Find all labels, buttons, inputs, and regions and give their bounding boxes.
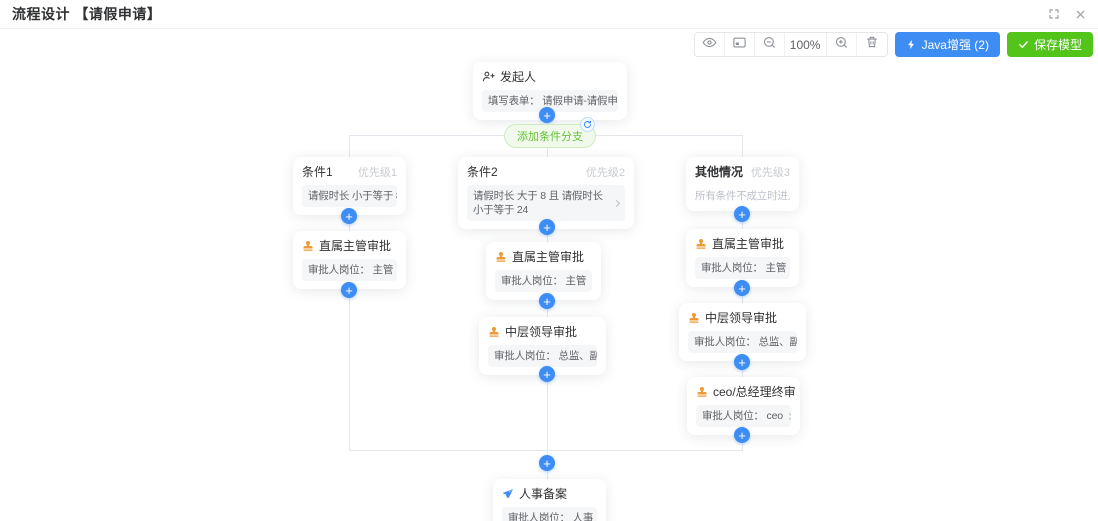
node-title: 发起人 <box>500 70 537 84</box>
stamp-icon <box>696 386 708 398</box>
zoom-in-icon <box>834 35 849 55</box>
add-node-button[interactable] <box>539 293 555 309</box>
flow-node-direct-manager-mid[interactable]: 直属主管审批 审批人岗位： 主管 <box>486 242 601 300</box>
node-content[interactable]: 审批人岗位： 主管 <box>302 259 397 281</box>
flow-node-hr-record[interactable]: 人事备案 审批人岗位： 人事 <box>493 479 606 521</box>
minimap-icon <box>732 35 747 55</box>
node-title: 其他情况 <box>695 165 744 179</box>
page-title: 流程设计 【请假申请】 <box>12 6 162 22</box>
stamp-icon <box>488 326 500 338</box>
node-priority: 优先级2 <box>585 166 625 179</box>
node-content[interactable]: 审批人岗位： 总监、副总 <box>688 331 797 353</box>
add-node-button[interactable] <box>539 219 555 235</box>
flow-node-mid-level-right[interactable]: 中层领导审批 审批人岗位： 总监、副总 <box>679 303 806 361</box>
node-content[interactable]: 请假时长 大于 8 且 请假时长 小于等于 24 <box>467 185 625 221</box>
check-icon <box>1018 39 1029 50</box>
flow-node-condition-other[interactable]: 其他情况 优先级3 所有条件不成立时进入 <box>686 157 799 211</box>
flow-node-condition-2[interactable]: 条件2 优先级2 请假时长 大于 8 且 请假时长 小于等于 24 <box>458 157 634 229</box>
stamp-icon <box>688 312 700 324</box>
node-priority: 优先级1 <box>357 166 397 179</box>
java-enhance-button[interactable]: Java增强 (2) <box>894 32 1000 57</box>
zoom-out-icon <box>762 35 777 55</box>
stamp-icon <box>302 240 314 252</box>
chevron-right-icon <box>612 199 621 207</box>
send-icon <box>502 488 514 500</box>
node-title: 直属主管审批 <box>319 239 392 253</box>
node-title: 条件1 <box>302 165 333 179</box>
node-title: 直属主管审批 <box>712 237 785 251</box>
eye-icon <box>702 35 717 55</box>
flow-node-mid-level-mid[interactable]: 中层领导审批 审批人岗位： 总监、副总 <box>479 317 606 375</box>
stamp-icon <box>695 238 707 250</box>
stamp-icon <box>495 251 507 263</box>
node-content[interactable]: 审批人岗位： 人事 <box>502 507 597 521</box>
node-content: 所有条件不成立时进入 <box>695 190 790 202</box>
save-model-button[interactable]: 保存模型 <box>1006 32 1093 57</box>
node-title: 条件2 <box>467 165 498 179</box>
flow-node-ceo-final[interactable]: ceo/总经理终审 审批人岗位： ceo <box>687 377 800 435</box>
chevron-right-icon <box>396 266 397 274</box>
delete-button[interactable] <box>856 33 887 56</box>
add-node-button[interactable] <box>341 282 357 298</box>
close-icon[interactable] <box>1075 9 1086 20</box>
zoom-in-button[interactable] <box>826 33 857 56</box>
flow-node-direct-manager-right[interactable]: 直属主管审批 审批人岗位： 主管 <box>686 229 799 287</box>
add-node-button[interactable] <box>734 280 750 296</box>
preview-button[interactable] <box>694 33 725 56</box>
zoom-out-button[interactable] <box>754 33 785 56</box>
add-node-button[interactable] <box>734 206 750 222</box>
page-header: 流程设计 【请假申请】 <box>0 0 1098 29</box>
trash-icon <box>865 35 879 54</box>
view-tools-group: 100% <box>693 32 888 57</box>
connector-line <box>349 450 743 451</box>
node-content[interactable]: 审批人岗位： 主管 <box>495 270 592 292</box>
add-node-button[interactable] <box>734 427 750 443</box>
node-content[interactable]: 审批人岗位： ceo <box>696 405 791 427</box>
node-title: ceo/总经理终审 <box>713 385 796 399</box>
add-node-button[interactable] <box>734 354 750 370</box>
flow-node-direct-manager-left[interactable]: 直属主管审批 审批人岗位： 主管 <box>293 231 406 289</box>
chevron-right-icon <box>789 264 790 272</box>
node-content[interactable]: 填写表单： 请假申请-请假申请单 <box>482 90 618 112</box>
node-title: 中层领导审批 <box>505 325 578 339</box>
designer-toolbar: 100% Java增强 (2) 保存模型 <box>693 32 1093 57</box>
user-add-icon <box>482 70 495 83</box>
flow-node-condition-1[interactable]: 条件1 优先级1 请假时长 小于等于 8 <box>293 157 406 215</box>
add-node-button[interactable] <box>539 366 555 382</box>
swap-branch-button[interactable] <box>580 117 595 132</box>
enhance-icon <box>906 39 917 50</box>
fullscreen-icon[interactable] <box>1048 8 1060 20</box>
chevron-right-icon <box>589 277 592 285</box>
add-node-button[interactable] <box>341 208 357 224</box>
minimap-button[interactable] <box>724 33 755 56</box>
node-content[interactable]: 审批人岗位： 总监、副总 <box>488 345 597 367</box>
add-node-button[interactable] <box>539 455 555 471</box>
zoom-level: 100% <box>784 33 827 56</box>
chevron-right-icon <box>596 514 597 521</box>
node-title: 中层领导审批 <box>705 311 778 325</box>
node-title: 直属主管审批 <box>512 250 585 264</box>
node-content[interactable]: 请假时长 小于等于 8 <box>302 185 397 207</box>
window-controls <box>1048 8 1086 20</box>
chevron-right-icon <box>785 412 791 420</box>
node-title: 人事备案 <box>519 487 568 501</box>
add-node-button[interactable] <box>539 107 555 123</box>
refresh-icon <box>583 116 592 134</box>
connector-line <box>547 106 548 521</box>
node-content[interactable]: 审批人岗位： 主管 <box>695 257 790 279</box>
node-priority: 优先级3 <box>750 166 790 179</box>
